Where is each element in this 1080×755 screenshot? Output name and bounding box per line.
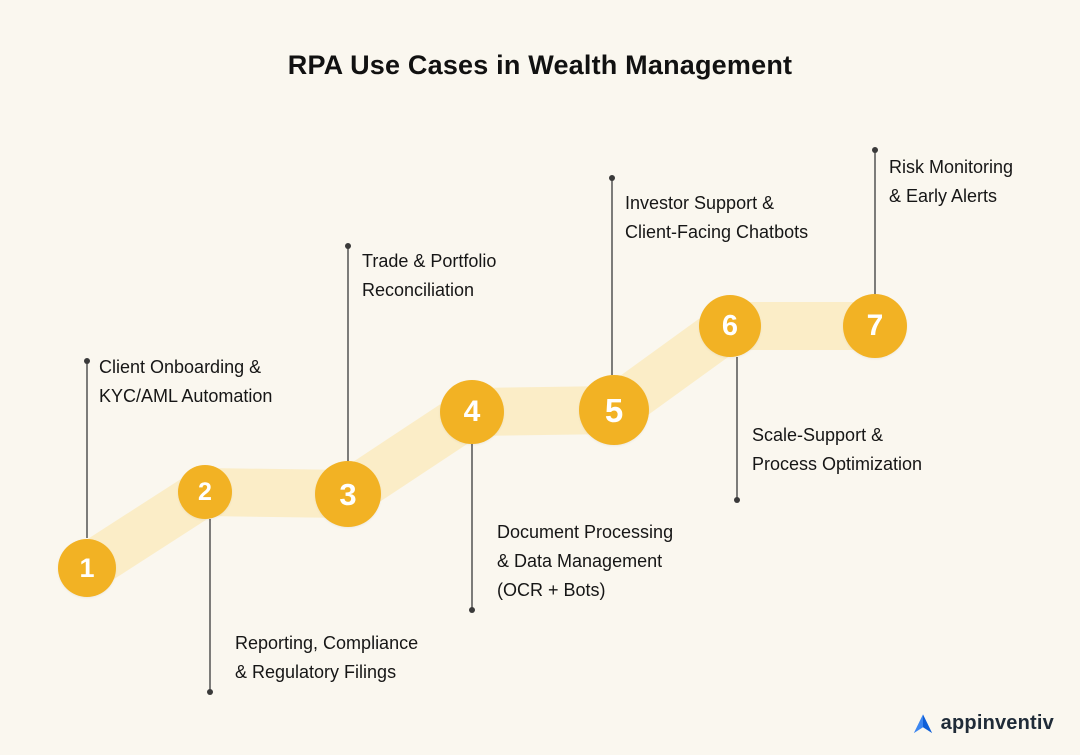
connector-dot-3 [345, 243, 351, 249]
milestone-circle-3: 3 [315, 461, 381, 527]
milestone-number: 5 [604, 391, 624, 429]
milestone-label-line: Risk Monitoring [889, 157, 1014, 177]
connector-dot-6 [734, 497, 740, 503]
connector-dot-7 [872, 147, 878, 153]
milestone-circle-6: 6 [699, 295, 761, 357]
milestone-label-line: (OCR + Bots) [497, 580, 606, 600]
milestone-label-line: Scale-Support & [752, 425, 884, 445]
milestone-label-1: Client Onboarding & KYC/AML Automation [99, 353, 272, 411]
milestone-label-line: & Regulatory Filings [235, 662, 397, 682]
milestone-label-line: Client Onboarding & [99, 357, 262, 377]
milestone-label-line: Process Optimization [752, 454, 923, 474]
milestone-number: 2 [198, 477, 212, 506]
milestone-circle-5: 5 [579, 375, 649, 445]
milestone-label-line: & Early Alerts [889, 186, 998, 206]
milestone-label-7: Risk Monitoring & Early Alerts [889, 153, 1013, 211]
milestone-label-line: KYC/AML Automation [99, 386, 273, 406]
milestone-number: 7 [866, 309, 884, 342]
connector-dot-1 [84, 358, 90, 364]
milestone-label-line: & Data Management [497, 551, 663, 571]
milestone-circle-1: 1 [58, 539, 116, 597]
page-title: RPA Use Cases in Wealth Management [287, 50, 793, 80]
milestone-circle-7: 7 [843, 294, 907, 358]
milestone-circle-2: 2 [178, 465, 232, 519]
milestone-label-line: Reconciliation [362, 280, 475, 300]
milestone-number: 6 [721, 309, 739, 342]
milestone-label-line: Investor Support & [625, 193, 775, 213]
milestone-label-line: Reporting, Compliance [235, 633, 419, 653]
milestone-circle-4: 4 [440, 380, 504, 444]
brand-name: appinventiv [940, 712, 1054, 734]
connector-dot-5 [609, 175, 615, 181]
milestone-label-6: Scale-Support & Process Optimization [752, 421, 922, 479]
milestone-label-2: Reporting, Compliance & Regulatory Filing… [235, 629, 418, 687]
milestone-label-line: Trade & Portfolio [362, 251, 497, 271]
milestone-label-4: Document Processing & Data Management (OCR… [497, 518, 673, 605]
connector-dot-2 [207, 689, 213, 695]
milestone-label-5: Investor Support & Client-Facing Chatbots [625, 189, 808, 247]
milestone-number: 4 [463, 395, 481, 428]
milestone-label-line: Client-Facing Chatbots [625, 222, 809, 242]
milestone-label-line: Document Processing [497, 522, 674, 542]
appinventiv-triangle-icon [913, 713, 932, 733]
connector-dot-4 [469, 607, 475, 613]
milestone-number: 3 [339, 476, 357, 512]
appinventiv-logo: appinventiv [912, 712, 1054, 735]
milestone-number: 1 [79, 552, 95, 583]
